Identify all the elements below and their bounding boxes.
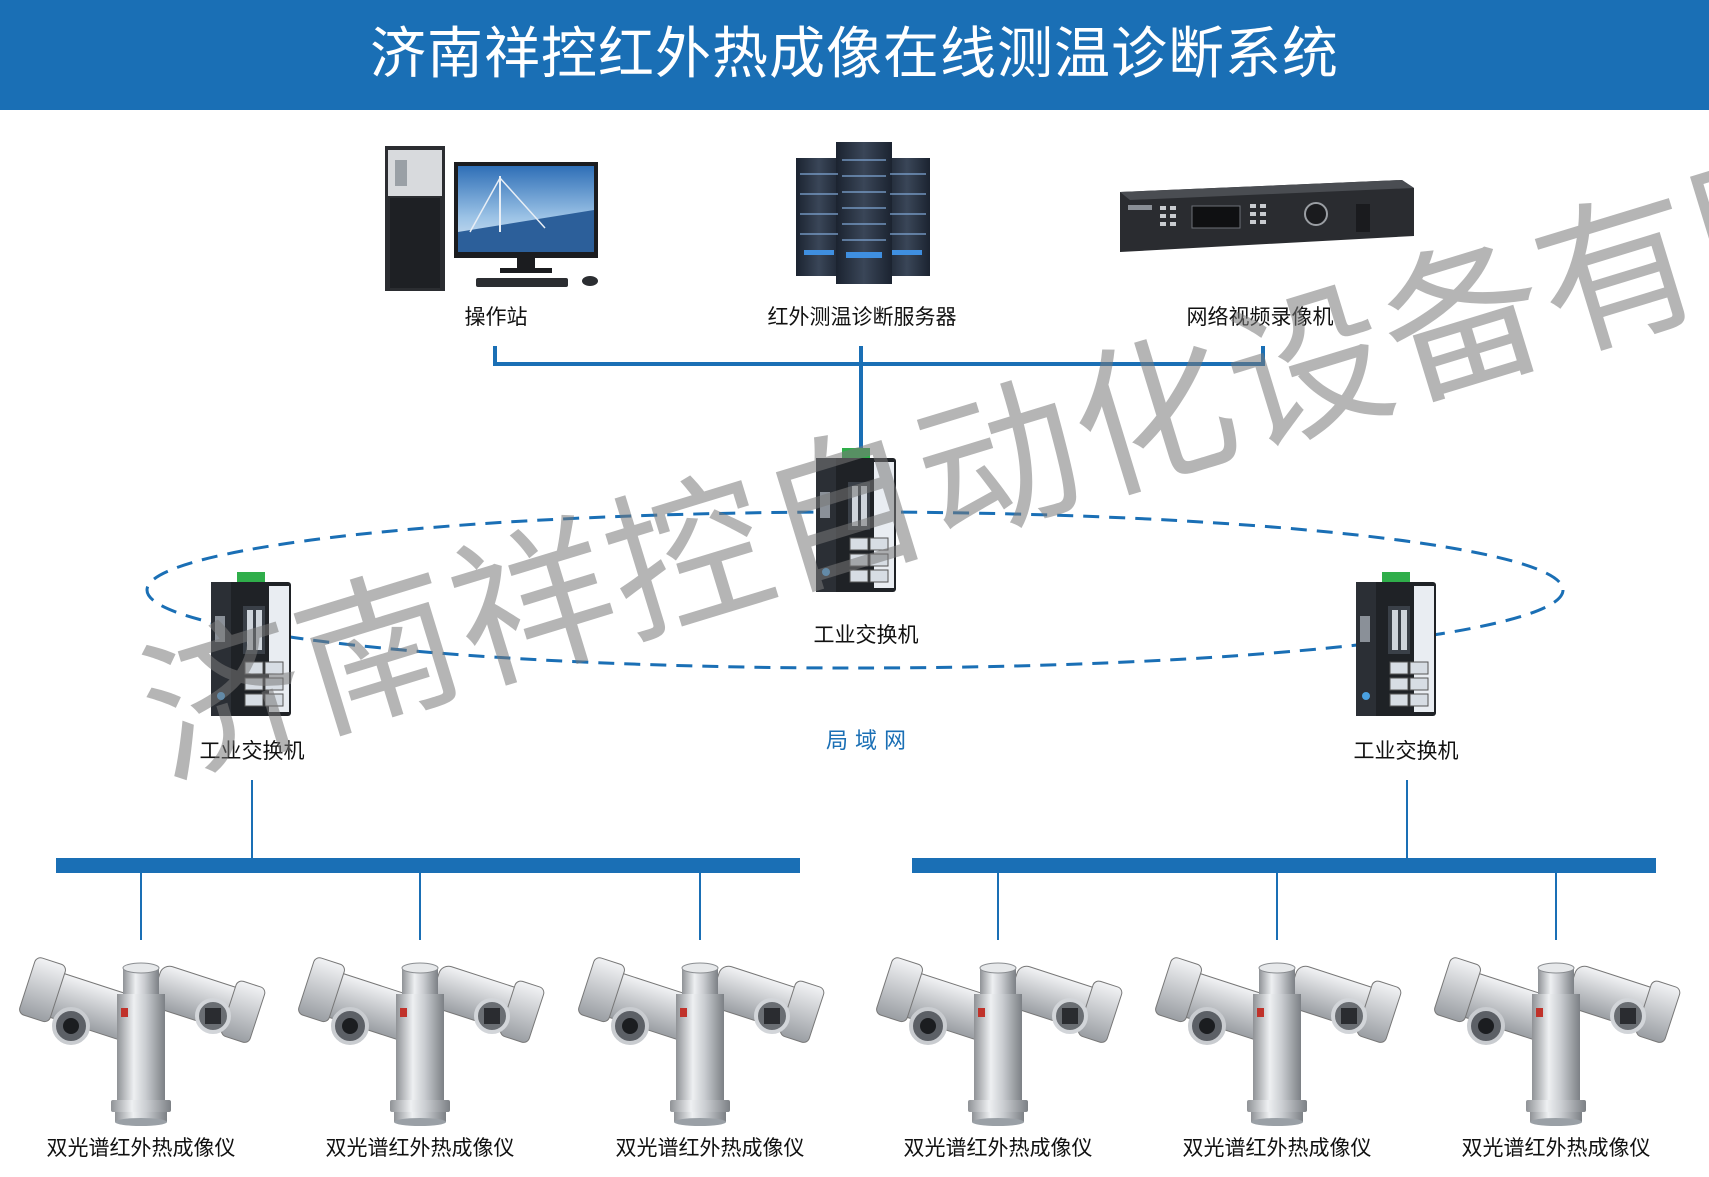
lan-label: 局 域 网 [826, 729, 906, 754]
camera-4-icon [873, 954, 1126, 1128]
nvr-label: 网络视频录像机 [1187, 305, 1334, 329]
camera-3-label: 双光谱红外热成像仪 [616, 1136, 805, 1160]
camera-6-icon [1431, 954, 1684, 1128]
bus-left [56, 858, 800, 873]
camera-5-icon [1152, 954, 1405, 1128]
workstation-label: 操作站 [465, 305, 528, 329]
workstation-icon [385, 146, 598, 291]
camera-3-icon [575, 954, 828, 1128]
switch-right-label: 工业交换机 [1354, 739, 1459, 763]
bus-right [912, 858, 1656, 873]
camera-4-label: 双光谱红外热成像仪 [904, 1136, 1093, 1160]
switch-center-icon [815, 447, 897, 593]
switch-left-icon [210, 571, 292, 717]
page-title: 济南祥控红外热成像在线测温诊断系统 [370, 22, 1339, 87]
server-rack-icon [796, 142, 930, 284]
camera-1-icon [16, 954, 269, 1128]
camera-2-label: 双光谱红外热成像仪 [326, 1136, 515, 1160]
switch-center-label: 工业交换机 [814, 623, 919, 647]
camera-drop-lines [140, 873, 1557, 940]
switch-right-icon [1355, 571, 1437, 717]
camera-2-icon [295, 954, 548, 1128]
camera-1-label: 双光谱红外热成像仪 [47, 1136, 236, 1160]
switch-drop-lines [251, 780, 1408, 860]
camera-5-label: 双光谱红外热成像仪 [1183, 1136, 1372, 1160]
switch-left-label: 工业交换机 [200, 739, 305, 763]
nvr-icon [1120, 180, 1414, 252]
server-label: 红外测温诊断服务器 [768, 305, 957, 329]
top-link-lines [493, 346, 1265, 456]
camera-6-label: 双光谱红外热成像仪 [1462, 1136, 1651, 1160]
title-banner [0, 0, 1709, 110]
